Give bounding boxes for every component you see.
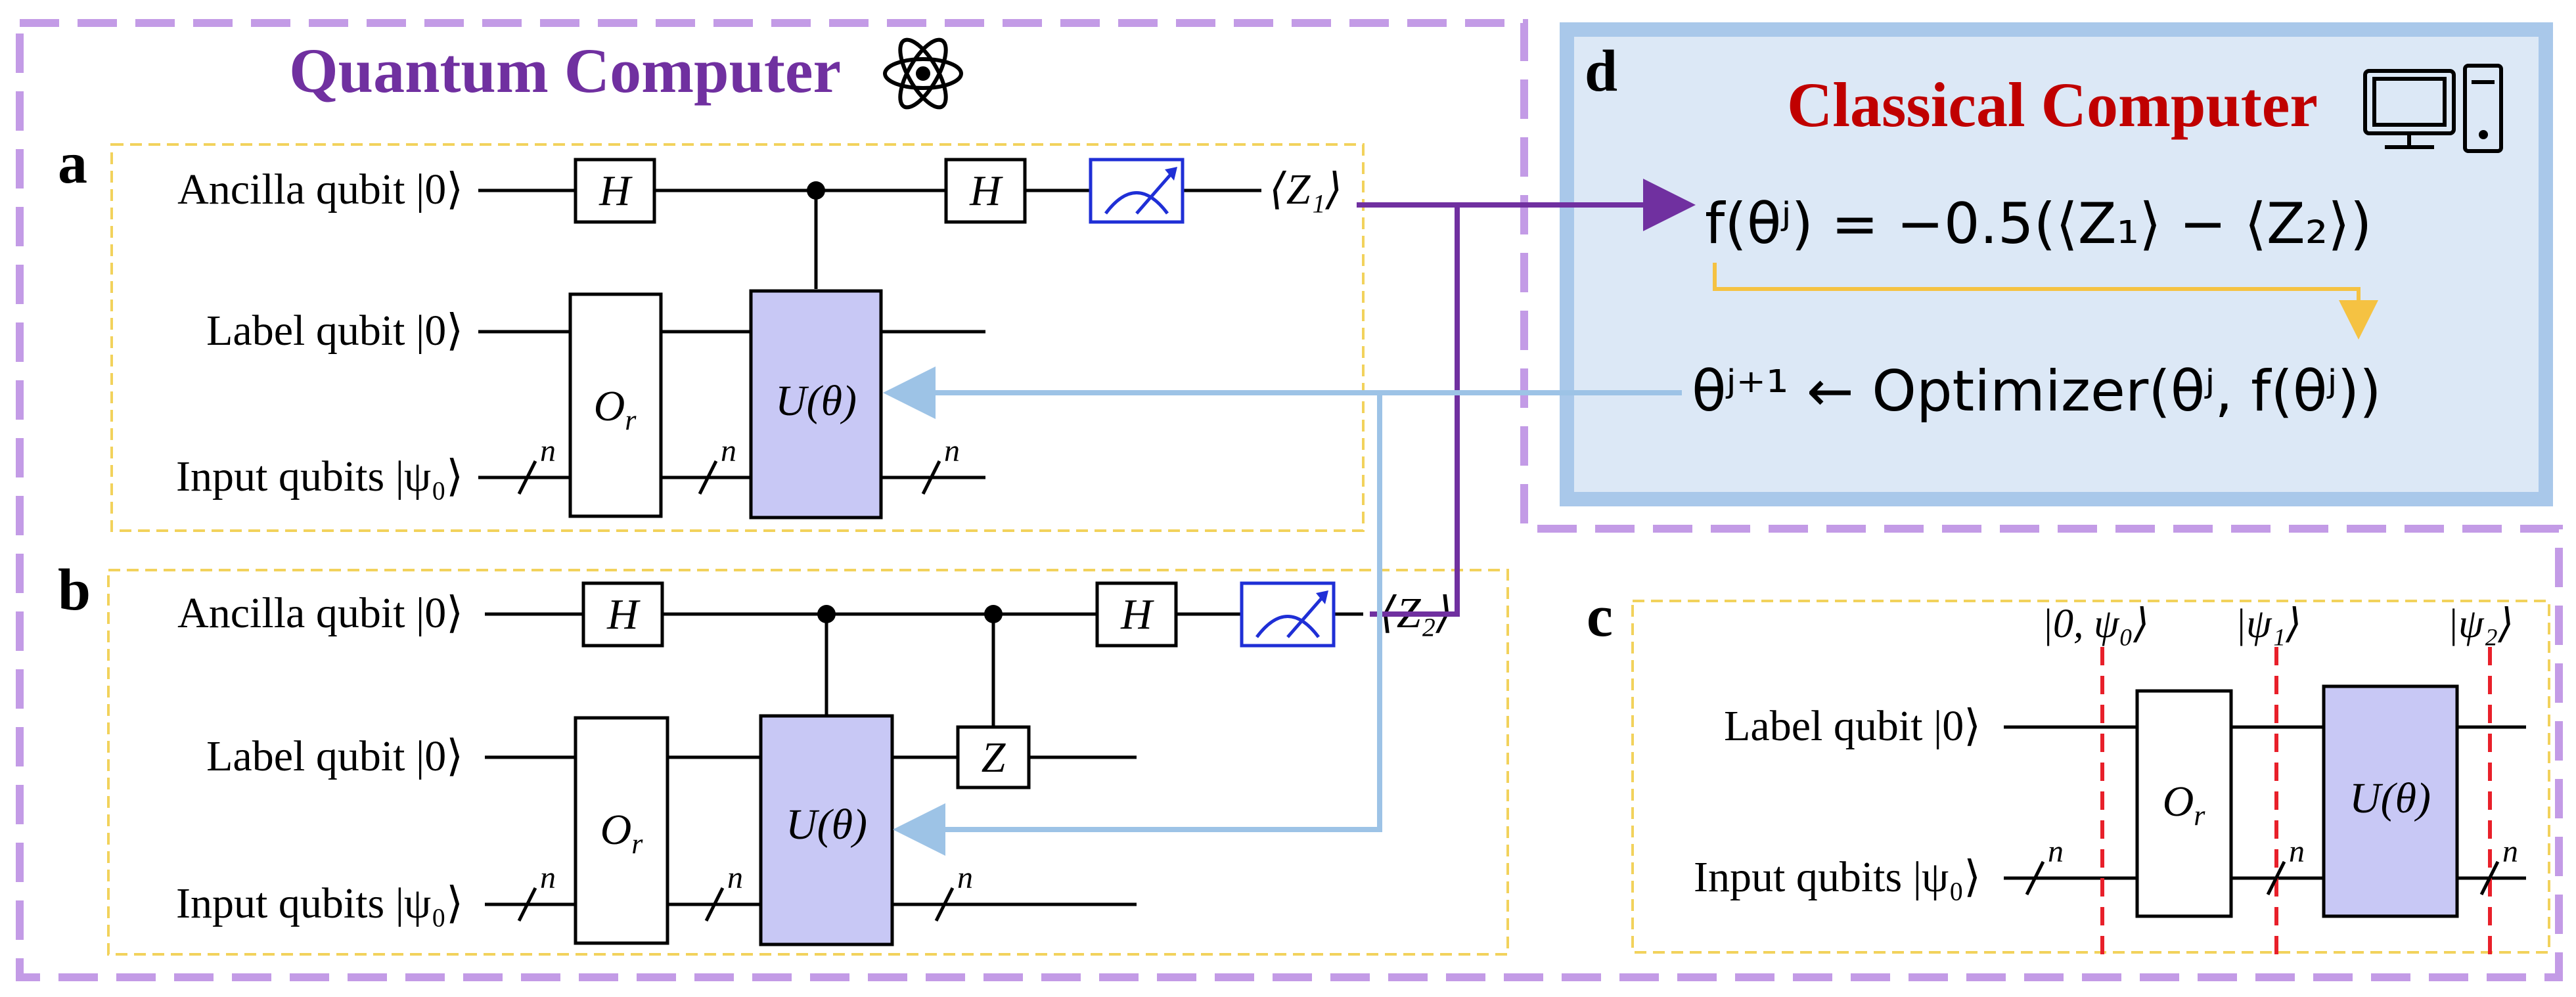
b-ancilla-label: Ancilla qubit |0⟩ <box>177 589 463 637</box>
b-label-qubit-label: Label qubit |0⟩ <box>206 732 463 780</box>
cost-function-equation: f(θʲ) = −0.5(⟨Z₁⟩ − ⟨Z₂⟩) <box>1705 191 2372 257</box>
c-state-2: |ψ₂⟩ <box>2447 602 2514 646</box>
c-state-1: |ψ₁⟩ <box>2235 602 2301 646</box>
a-output-z1: ⟨Z₁⟩ <box>1269 166 1342 213</box>
classical-computer-title: Classical Computer <box>1787 70 2318 140</box>
b-h-gate-2 <box>1095 581 1178 648</box>
panel-c-box <box>1631 600 2550 954</box>
a-unitary-gate <box>749 289 883 520</box>
b-h-gate-1-label: H <box>606 590 641 638</box>
a-unitary-label: U(θ) <box>775 377 857 425</box>
a-label-qubit-label: Label qubit |0⟩ <box>206 307 463 355</box>
c-unitary-gate <box>2322 684 2459 918</box>
a-n-2: n <box>721 433 736 468</box>
b-z-gate-label: Z <box>982 734 1006 782</box>
b-n-1: n <box>540 860 556 895</box>
a-ancilla-label: Ancilla qubit |0⟩ <box>177 166 463 213</box>
b-n-3: n <box>957 860 973 895</box>
a-h-gate-1 <box>574 158 656 224</box>
a-slash-markers <box>517 460 941 495</box>
a-oracle-label: Or <box>594 382 637 436</box>
c-slice-lines <box>2100 647 2492 959</box>
update-rule-equation: θʲ⁺¹ ← Optimizer(θʲ, f(θʲ)) <box>1692 359 2382 424</box>
b-n-2: n <box>727 860 743 895</box>
panel-label-d: d <box>1585 39 1617 104</box>
c-oracle-label: Or <box>2163 778 2206 831</box>
a-n-1: n <box>540 433 556 468</box>
c-oracle-gate <box>2135 689 2233 918</box>
control-dot-a <box>807 181 825 200</box>
a-oracle-gate <box>568 292 663 518</box>
quantum-computer-title: Quantum Computer <box>289 35 841 106</box>
c-state-0: |0, ψ₀⟩ <box>2042 602 2149 646</box>
b-z-gate <box>956 725 1031 789</box>
control-dot-b1 <box>817 605 836 623</box>
b-oracle-gate <box>574 716 669 945</box>
c-slash-markers <box>2025 860 2500 896</box>
panel-label-a: a <box>58 131 87 196</box>
c-n-3: n <box>2502 834 2518 869</box>
control-dot-b2 <box>984 605 1003 623</box>
b-oracle-label: Or <box>600 806 644 860</box>
panel-b-box <box>107 569 1509 956</box>
panel-a-box <box>110 143 1365 532</box>
b-slash-markers <box>517 887 955 922</box>
a-h-gate-2-label: H <box>969 167 1003 215</box>
c-unitary-label: U(θ) <box>2349 774 2431 822</box>
atom-icon <box>883 37 963 110</box>
b-meter-icon <box>1255 615 1321 638</box>
classical-computer-panel <box>1560 22 2553 506</box>
b-unitary-label: U(θ) <box>786 801 867 849</box>
c-input-qubits-label: Input qubits |ψ₀⟩ <box>1694 853 1981 901</box>
a-h-gate-1-label: H <box>599 167 633 215</box>
a-input-qubits-label: Input qubits |ψ₀⟩ <box>176 453 463 500</box>
quantum-computer-border <box>16 19 2563 981</box>
theta-to-circuit-b-arrow <box>893 393 1382 856</box>
panel-label-b: b <box>58 558 91 623</box>
b-h-gate-2-label: H <box>1120 590 1154 638</box>
cost-to-optimizer-arrow <box>1713 263 2378 340</box>
z2-to-classical-arrow <box>1370 205 1460 617</box>
panel-label-c: c <box>1587 584 1613 649</box>
c-label-qubit-label: Label qubit |0⟩ <box>1724 702 1981 750</box>
b-h-gate-1 <box>581 581 664 648</box>
computer-icon <box>2363 64 2503 153</box>
a-h-gate-2 <box>944 158 1027 224</box>
a-meter-icon <box>1104 191 1169 215</box>
b-unitary-gate <box>759 714 894 946</box>
a-n-3: n <box>944 433 960 468</box>
c-n-2: n <box>2289 834 2305 869</box>
b-input-qubits-label: Input qubits |ψ₀⟩ <box>176 879 463 927</box>
c-n-1: n <box>2048 834 2064 869</box>
